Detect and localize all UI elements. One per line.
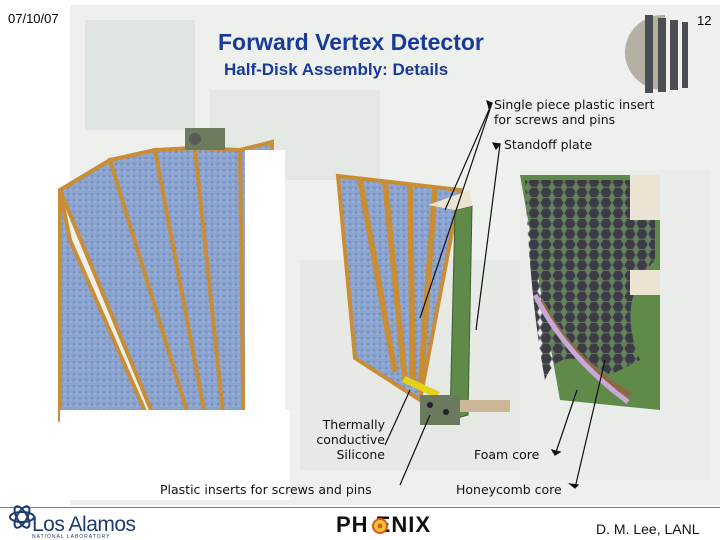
callout-thermal-silicone: Thermally conductive Silicone <box>316 417 385 462</box>
lanl-logo-subtext: NATIONAL LABORATORY <box>32 534 111 540</box>
author-credit: D. M. Lee, LANL <box>596 521 700 537</box>
slide-title: Forward Vertex Detector <box>218 29 484 55</box>
callout-plastic-insert: Single piece plastic insert for screws a… <box>494 97 655 127</box>
callout-standoff-plate: Standoff plate <box>504 137 593 152</box>
slide-date: 07/10/07 <box>8 11 59 26</box>
page-number: 12 <box>697 13 712 28</box>
callout-honeycomb-core: Honeycomb core <box>456 482 562 497</box>
footer-divider <box>0 507 720 508</box>
slide-subtitle: Half-Disk Assembly: Details <box>224 60 449 79</box>
callout-plastic-screws: Plastic inserts for screws and pins <box>160 482 372 497</box>
lanl-logo-text: Los Alamos <box>32 513 136 536</box>
callout-foam-core: Foam core <box>474 447 540 462</box>
